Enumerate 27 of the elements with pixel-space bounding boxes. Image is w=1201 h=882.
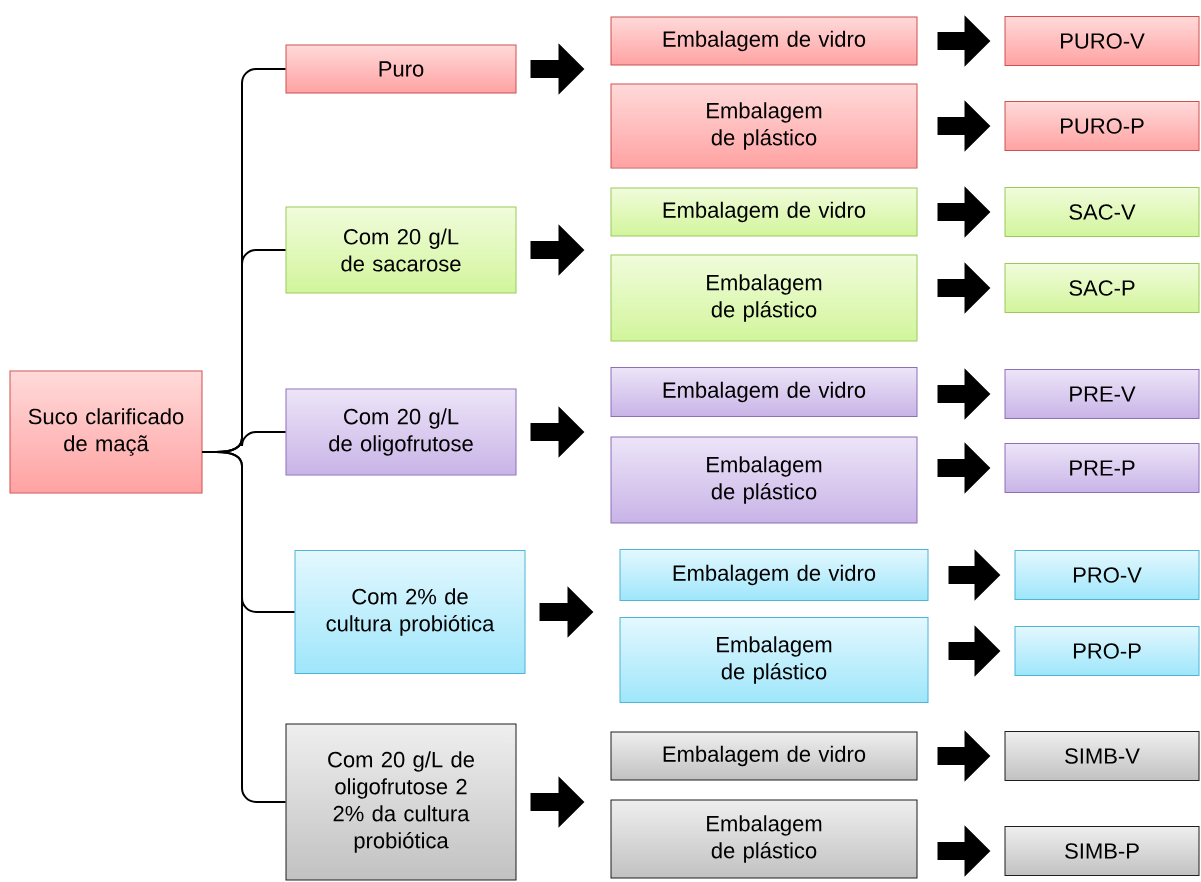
process-box: PRE-P	[1004, 443, 1200, 493]
process-box: Embalagem de vidro	[610, 16, 918, 66]
process-box: Com 20 g/L de sacarose	[285, 206, 517, 294]
process-box: Embalagem de vidro	[610, 187, 918, 237]
process-box: PURO-V	[1004, 16, 1200, 66]
process-box: PRO-V	[1014, 550, 1200, 600]
process-box: Com 20 g/L de oligofrutose 2 2% da cultura probiótica	[285, 723, 517, 881]
process-box: Com 2% de cultura probiótica	[294, 550, 526, 674]
process-box: Suco clarificado de maçã	[9, 370, 203, 494]
process-box: PRO-P	[1014, 626, 1200, 676]
process-box: Embalagem de plástico	[619, 617, 929, 703]
process-box: Embalagem de vidro	[610, 731, 918, 781]
process-box: Embalagem de plástico	[610, 799, 918, 879]
process-box: Embalagem de vidro	[619, 549, 929, 601]
process-box: SIMB-P	[1004, 826, 1200, 876]
process-box: SIMB-V	[1004, 731, 1200, 781]
process-box: SAC-V	[1004, 187, 1200, 237]
process-box: PURO-P	[1004, 101, 1200, 151]
process-box: Puro	[285, 44, 517, 94]
process-box: Com 20 g/L de oligofrutose	[285, 388, 517, 476]
process-box: Embalagem de vidro	[610, 367, 918, 417]
brace-line	[201, 451, 287, 803]
process-box: Embalagem de plástico	[610, 436, 918, 524]
process-box: Embalagem de plástico	[610, 254, 918, 342]
process-box: SAC-P	[1004, 263, 1200, 313]
process-box: Embalagem de plástico	[610, 83, 918, 169]
process-box: PRE-V	[1004, 369, 1200, 419]
